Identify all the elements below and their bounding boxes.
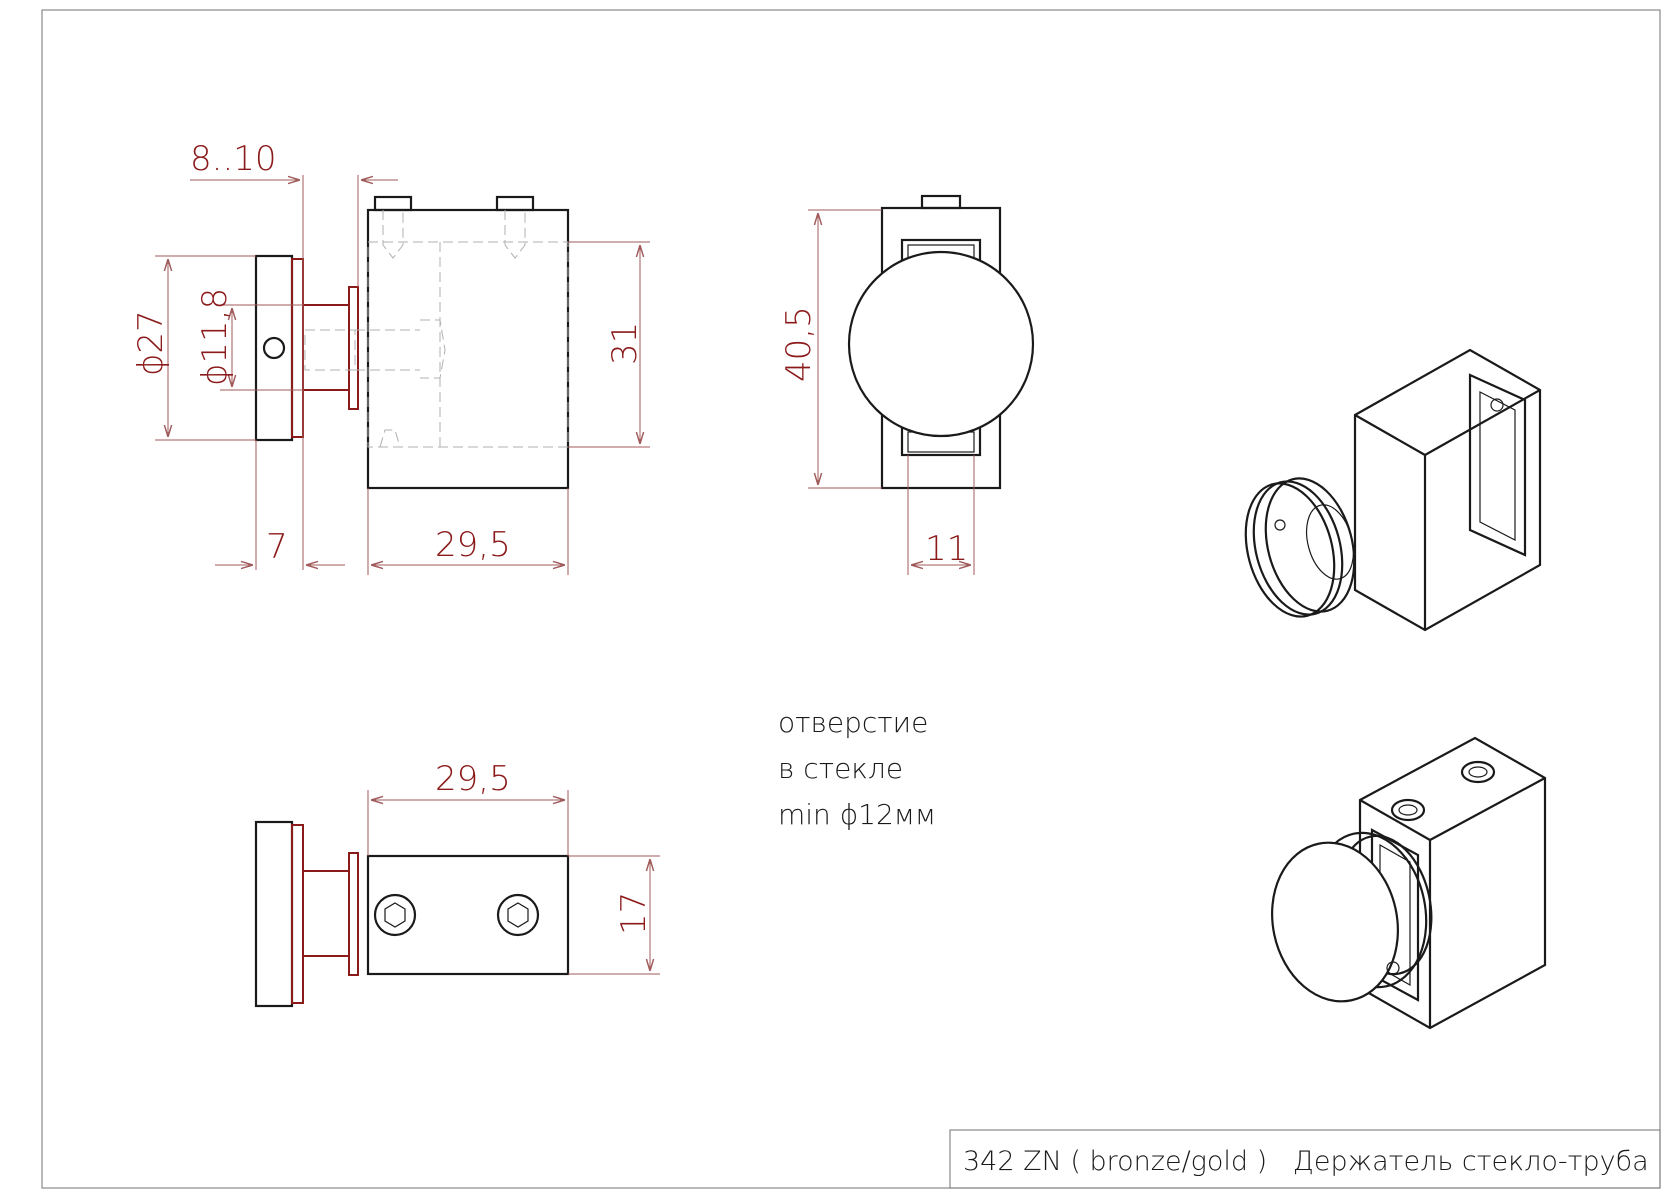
dim-diam-stem: ϕ11,8: [195, 288, 235, 386]
dim-diam-disc: ϕ27: [131, 310, 171, 376]
title-block: 342 ZN ( bronze/gold ) Держатель стекло-…: [949, 1129, 1661, 1189]
note-line-2: в стекле: [778, 752, 903, 785]
dim-slot-width: 11: [925, 529, 968, 569]
dim-disc-thickness: 7: [266, 527, 288, 567]
dim-block-length-side: 29,5: [435, 525, 511, 565]
dim-height-block: 31: [605, 322, 645, 365]
dim-height-total: 40,5: [779, 306, 819, 382]
dim-block-width: 17: [614, 892, 654, 935]
front-view: 40,5 11: [779, 194, 1035, 575]
hole-note: отверстие в стекле min ϕ12мм: [778, 706, 936, 831]
bottom-view: 29,5 17: [254, 759, 660, 1008]
isometric-view-lower: [1271, 736, 1547, 1030]
side-view: 8..10 ϕ27 ϕ11,8 31 7 29,5: [131, 139, 650, 575]
note-line-3: min ϕ12мм: [778, 798, 936, 831]
dim-block-length-bottom: 29,5: [435, 759, 511, 799]
drawing-frame: [41, 9, 1661, 1189]
title-block-text: 342 ZN ( bronze/gold ) Держатель стекло-…: [963, 1146, 1649, 1177]
note-line-1: отверстие: [778, 706, 928, 739]
isometric-view-upper: [1244, 348, 1542, 632]
dim-gap: 8..10: [190, 139, 277, 179]
